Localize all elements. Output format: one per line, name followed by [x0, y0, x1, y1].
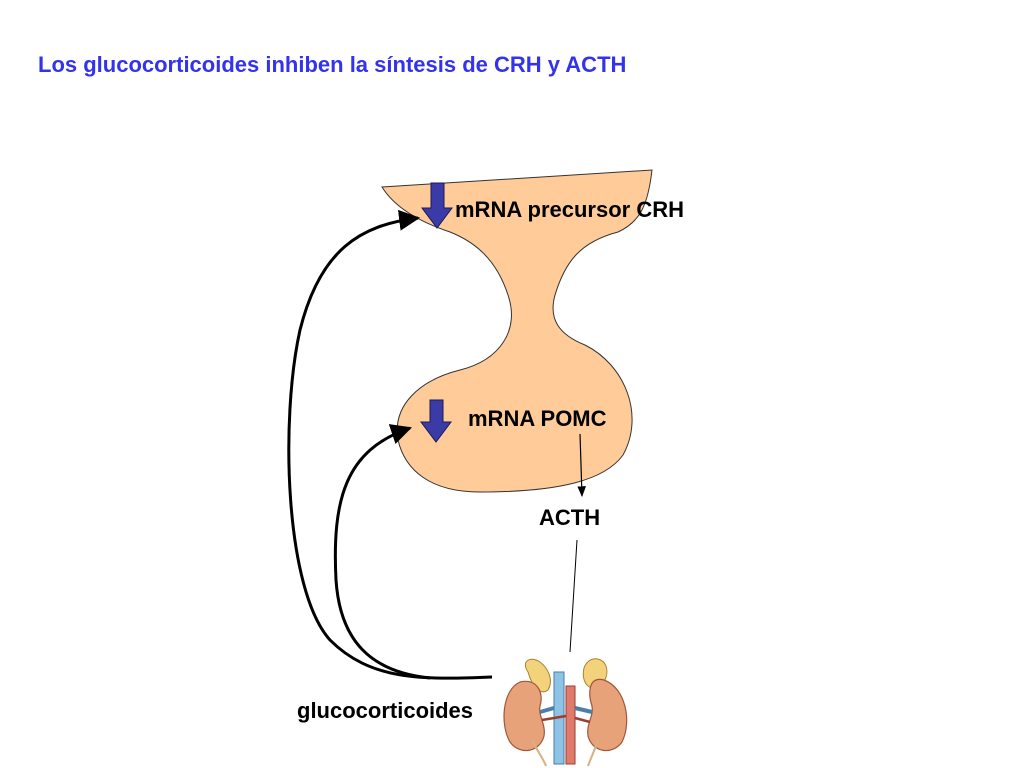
pomc-to-acth-arrow [577, 433, 587, 498]
hypothalamus-pituitary-shape [381, 169, 653, 493]
acth-label: ACTH [539, 505, 601, 530]
kidneys-adrenals-icon [503, 658, 628, 767]
page-title: Los glucocorticoides inhiben la síntesis… [38, 52, 627, 77]
down-arrow-icon [421, 182, 453, 229]
feedback-arrow-to-pomc [333, 424, 431, 680]
glucocorticoides-label: glucocorticoides [297, 698, 474, 723]
down-arrow-icon [420, 399, 452, 443]
mrna-pomc-label: mRNA POMC [468, 406, 607, 431]
acth-to-adrenal-line [569, 539, 578, 653]
feedback-arrow-to-crh [287, 209, 493, 680]
mrna-crh-label: mRNA precursor CRH [455, 197, 685, 222]
